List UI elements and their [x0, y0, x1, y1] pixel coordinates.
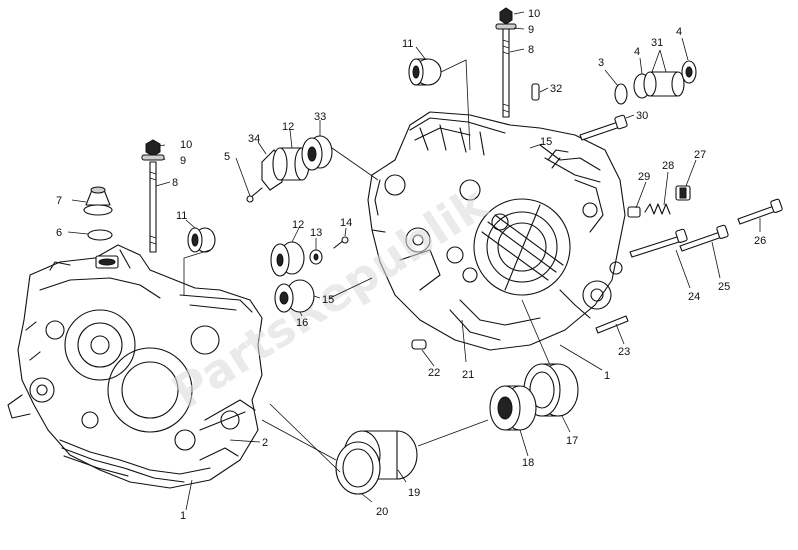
- label-16: 16: [296, 317, 308, 329]
- pressure-relief-parts: [627, 185, 691, 218]
- label-15-right: 15: [540, 136, 552, 148]
- label-1-left: 1: [180, 510, 186, 522]
- bolt-30: [579, 114, 628, 141]
- dowel-pin-22: [411, 339, 427, 350]
- part-number-labels: 10 9 8 11 32 3 4 31 4 30 15 28 27 29 26 …: [56, 8, 766, 522]
- main-bearing-18: [489, 385, 537, 431]
- circlip: [614, 83, 628, 105]
- label-21: 21: [462, 369, 474, 381]
- bearing-top: [408, 58, 442, 86]
- bearing-33: [301, 135, 333, 171]
- leader-lines: [67, 11, 761, 511]
- label-11-top: 11: [402, 38, 413, 50]
- bearing-11-left: [187, 227, 216, 253]
- long-bolts: [629, 198, 783, 258]
- label-6: 6: [56, 227, 62, 239]
- label-11-left: 11: [176, 210, 187, 222]
- label-8-left: 8: [172, 177, 178, 189]
- label-15-left: 15: [322, 294, 334, 306]
- label-7: 7: [56, 195, 62, 207]
- label-4-right: 4: [676, 26, 682, 38]
- label-28: 28: [662, 160, 674, 172]
- bearing-pack: [633, 60, 697, 99]
- stud-with-nut-top: [495, 7, 517, 118]
- bushing-20: [335, 441, 381, 495]
- label-19: 19: [408, 487, 420, 499]
- label-26: 26: [754, 235, 766, 247]
- label-2: 2: [262, 437, 268, 449]
- label-24: 24: [688, 291, 700, 303]
- label-23: 23: [618, 346, 630, 358]
- label-9-left: 9: [180, 155, 186, 167]
- label-30: 30: [636, 110, 648, 122]
- o-ring-6: [87, 229, 113, 241]
- left-crankcase-half: [7, 244, 263, 489]
- stud-with-nut-left: [141, 139, 165, 253]
- label-10-top: 10: [528, 8, 540, 20]
- bearing-12-upper: [272, 147, 310, 181]
- spacer-13: [309, 249, 323, 265]
- label-10-left: 10: [180, 139, 192, 151]
- label-17: 17: [566, 435, 578, 447]
- bearing-16: [274, 279, 315, 313]
- label-4-left: 4: [634, 46, 640, 58]
- stud-23: [595, 315, 629, 334]
- label-20: 20: [376, 506, 388, 518]
- oil-jet: [547, 149, 569, 169]
- label-12-upper: 12: [282, 121, 294, 133]
- dowel-pin-top: [531, 83, 540, 101]
- label-22: 22: [428, 367, 440, 379]
- label-34: 34: [248, 133, 260, 145]
- cap-7: [83, 186, 113, 216]
- bearing-12-lower: [270, 241, 305, 277]
- label-31: 31: [651, 37, 663, 49]
- label-27: 27: [694, 149, 706, 161]
- label-29: 29: [638, 171, 650, 183]
- label-14: 14: [340, 217, 352, 229]
- label-3: 3: [598, 57, 604, 69]
- screw-14: [333, 236, 349, 249]
- label-33: 33: [314, 111, 326, 123]
- label-32: 32: [550, 83, 562, 95]
- label-8-top: 8: [528, 44, 534, 56]
- label-5: 5: [224, 151, 230, 163]
- label-13: 13: [310, 227, 322, 239]
- label-18: 18: [522, 457, 534, 469]
- label-25: 25: [718, 281, 730, 293]
- label-12-lower: 12: [292, 219, 304, 231]
- right-crankcase-half: [367, 111, 626, 351]
- label-9-top: 9: [528, 24, 534, 36]
- label-1-right: 1: [604, 370, 610, 382]
